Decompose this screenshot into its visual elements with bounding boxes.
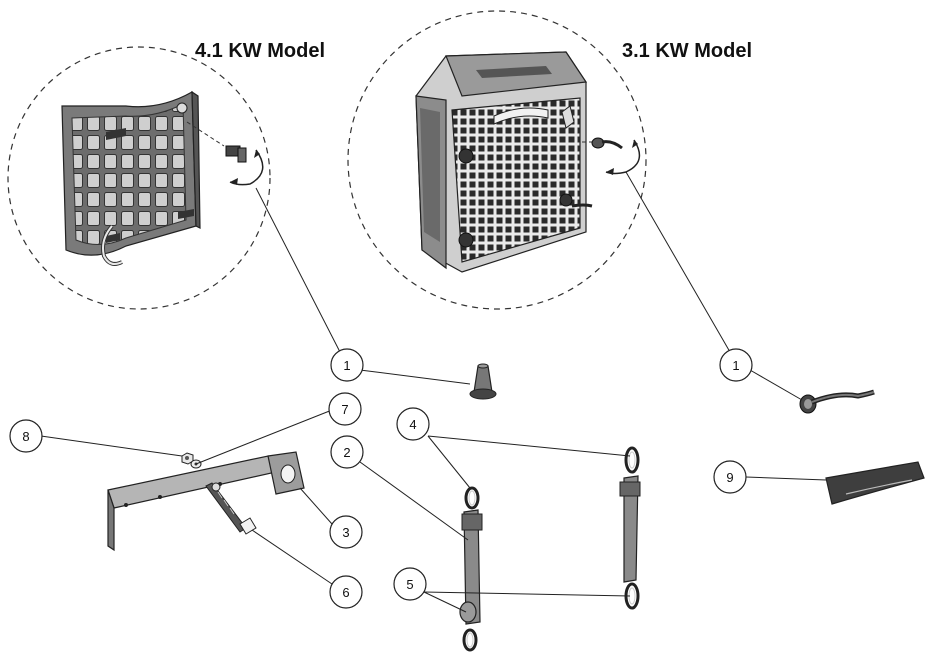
detail-circle-left xyxy=(7,46,271,310)
callout-1-right: 1 xyxy=(719,348,753,382)
callout-label: 7 xyxy=(341,402,348,417)
callout-label: 2 xyxy=(343,445,350,460)
detail-circle-right xyxy=(347,10,647,310)
part-6-bolt xyxy=(205,482,257,535)
callout-label: 9 xyxy=(726,470,733,485)
part-1-grommet xyxy=(469,363,497,400)
unit-3-1-kw-detail xyxy=(347,10,647,310)
callout-label: 1 xyxy=(343,358,350,373)
title-4-1-kw-model: 4.1 KW Model xyxy=(195,40,325,62)
callout-label: 1 xyxy=(732,358,739,373)
callout-3: 3 xyxy=(329,515,363,549)
callout-label: 6 xyxy=(342,585,349,600)
part-8-nut xyxy=(181,452,194,465)
grille-4-1-kw-detail xyxy=(7,46,271,310)
part-3-mounting-bracket xyxy=(107,451,305,552)
callout-2: 2 xyxy=(330,435,364,469)
strap-right xyxy=(619,446,641,610)
title-3-1-kw-model: 3.1 KW Model xyxy=(622,40,752,62)
plug-fastener-left xyxy=(225,145,247,163)
callout-9: 9 xyxy=(713,460,747,494)
part-9-gasket xyxy=(825,461,925,505)
callout-1-centre: 1 xyxy=(330,348,364,382)
part-1-plug-cord xyxy=(799,389,875,414)
callout-label: 5 xyxy=(406,577,413,592)
callout-4: 4 xyxy=(396,407,430,441)
callout-label: 4 xyxy=(409,417,416,432)
callout-7: 7 xyxy=(328,392,362,426)
callout-label: 8 xyxy=(22,429,29,444)
callout-5: 5 xyxy=(393,567,427,601)
plug-fastener-right xyxy=(591,137,623,150)
callout-6: 6 xyxy=(329,575,363,609)
strap-left xyxy=(459,486,483,652)
callout-8: 8 xyxy=(9,419,43,453)
callout-label: 3 xyxy=(342,525,349,540)
